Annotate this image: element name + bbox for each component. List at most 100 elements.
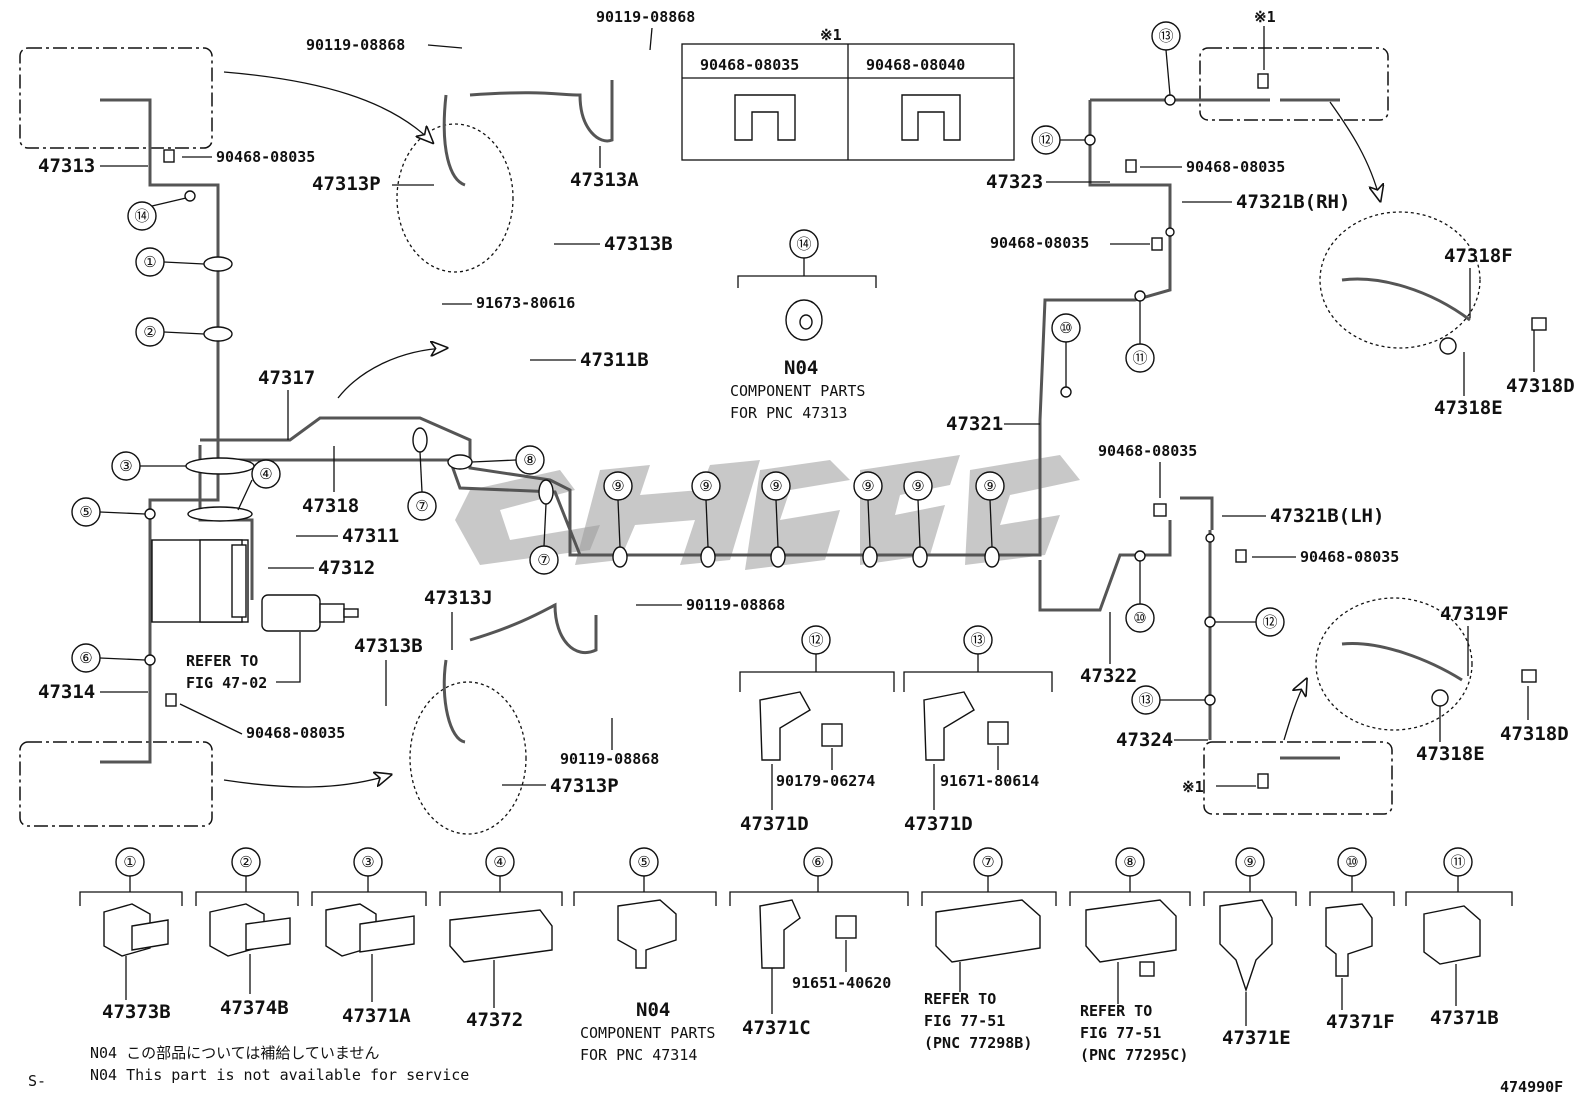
label-47322: 47322 xyxy=(1080,665,1137,687)
label-47319F: 47319F xyxy=(1440,603,1509,625)
label-47317: 47317 xyxy=(258,367,315,389)
brake-lines xyxy=(148,98,1270,740)
bottom-callout-2: ② xyxy=(239,853,252,871)
bottom-label-47371F: 47371F xyxy=(1326,1011,1395,1033)
clip-icon-47371B xyxy=(1423,905,1481,965)
callout-8: ⑧ xyxy=(523,451,536,469)
label-47313A: 47313A xyxy=(570,169,639,191)
label-90119-c: 90119-08868 xyxy=(686,596,785,614)
marker-top-right: ※1 xyxy=(1254,8,1276,26)
label-90119-a: 90119-08868 xyxy=(306,36,405,54)
callout-14-header: ⑭ xyxy=(796,235,811,253)
label-47313P-a: 47313P xyxy=(312,173,381,195)
clip-points xyxy=(144,94,1216,706)
actuator-assembly xyxy=(151,539,359,632)
label-90468-b: 90468-08035 xyxy=(246,724,345,742)
callout-group: ① ② ③ ④ ⑤ ⑥ ⑦ ⑦ ⑧ ⑭ ⑨ ⑨ ⑨ ⑨ ⑨ ⑨ ⑬ ⑫ ⑩ ⑪ … xyxy=(71,21,1285,715)
callout-13-header: ⑬ xyxy=(970,631,985,649)
bottom-label-n04-line2: FOR PNC 47314 xyxy=(580,1046,697,1064)
label-47313B-b: 47313B xyxy=(354,635,423,657)
label-47321: 47321 xyxy=(946,413,1003,435)
callout-11a: ⑪ xyxy=(1132,349,1147,367)
clip-icon-47371C xyxy=(759,899,801,969)
bottom-callout-5: ⑤ xyxy=(637,853,650,871)
bottom-label-refer-77295C-2: FIG 77-51 xyxy=(1080,1024,1161,1042)
callout-4: ④ xyxy=(259,465,272,483)
n04-line2: FOR PNC 47313 xyxy=(730,404,847,422)
callout-9f: ⑨ xyxy=(983,477,996,495)
bottom-label-47371E: 47371E xyxy=(1222,1027,1291,1049)
label-47321B-lh: 47321B(LH) xyxy=(1270,505,1384,527)
bottom-label-47373B: 47373B xyxy=(102,1001,171,1023)
label-47323: 47323 xyxy=(986,171,1043,193)
front-right-hose-ellipse xyxy=(1319,211,1481,349)
label-90179: 90179-06274 xyxy=(776,772,875,790)
label-47318E-a: 47318E xyxy=(1434,397,1503,419)
bracket-icon-12 xyxy=(759,691,811,761)
marker-bottom-right: ※1 xyxy=(1182,778,1204,796)
clip-icon-47372 xyxy=(449,909,553,963)
page-prefix: S- xyxy=(28,1072,46,1090)
label-90468-a: 90468-08035 xyxy=(216,148,315,166)
front-left-hose-ellipse xyxy=(396,123,514,273)
bottom-callout-1: ① xyxy=(123,853,136,871)
label-90468-c: 90468-08035 xyxy=(1186,158,1285,176)
bottom-label-refer-77298B-3: (PNC 77298B) xyxy=(924,1034,1032,1052)
bottom-label-47372: 47372 xyxy=(466,1009,523,1031)
callout-1: ① xyxy=(143,253,156,271)
rear-left-hose-ellipse xyxy=(409,681,527,835)
bottom-callout-7: ⑦ xyxy=(981,853,994,871)
label-refer-fig-47-2: FIG 47-02 xyxy=(186,674,267,692)
label-47311: 47311 xyxy=(342,525,399,547)
label-47321B-rh: 47321B(RH) xyxy=(1236,191,1350,213)
callout-7b: ⑦ xyxy=(537,551,550,569)
label-91673: 91673-80616 xyxy=(476,294,575,312)
bottom-callout-4: ④ xyxy=(493,853,506,871)
bottom-clip-row: ① ② ③ ④ ⑤ ⑥ ⑦ ⑧ ⑨ ⑩ ⑪ xyxy=(79,847,1513,1064)
bottom-label-refer-77295C-1: REFER TO xyxy=(1080,1002,1152,1020)
label-refer-fig-47-1: REFER TO xyxy=(186,652,258,670)
label-47318D-a: 47318D xyxy=(1506,375,1575,397)
callout-14: ⑭ xyxy=(134,207,149,225)
bottom-callout-11: ⑪ xyxy=(1450,853,1465,871)
callout-12-header: ⑫ xyxy=(808,631,823,649)
label-47371D-b: 47371D xyxy=(904,813,973,835)
clip-icon-77295C xyxy=(1085,899,1177,963)
label-47318: 47318 xyxy=(302,495,359,517)
label-47313P-b: 47313P xyxy=(550,775,619,797)
table-col-1: 90468-08035 xyxy=(700,56,799,74)
rear-right-detail-box xyxy=(1203,741,1393,815)
label-47318F: 47318F xyxy=(1444,245,1513,267)
callout-2: ② xyxy=(143,323,156,341)
clip-icon-47371F xyxy=(1325,903,1373,977)
part-labels: 47313 90468-08035 90119-08868 90119-0886… xyxy=(38,8,1575,835)
note-english: N04 This part is not available for servi… xyxy=(90,1066,469,1084)
catalog-code: 474990F xyxy=(1500,1078,1563,1096)
callout-9c: ⑨ xyxy=(769,477,782,495)
label-90468-f: 90468-08035 xyxy=(1300,548,1399,566)
callout-5: ⑤ xyxy=(79,503,92,521)
rear-right-hose-ellipse xyxy=(1315,597,1473,731)
label-47371D-a: 47371D xyxy=(740,813,809,835)
front-right-detail-box xyxy=(1199,47,1389,121)
bracket-icon-13 xyxy=(923,691,975,761)
label-47318E-b: 47318E xyxy=(1416,743,1485,765)
label-47324: 47324 xyxy=(1116,729,1173,751)
clip-icon-47371E xyxy=(1219,899,1273,993)
bottom-label-n04: N04 xyxy=(636,999,670,1021)
front-left-detail-box xyxy=(19,47,213,149)
label-47314: 47314 xyxy=(38,681,95,703)
label-47318D-b: 47318D xyxy=(1500,723,1569,745)
bottom-label-n04-line1: COMPONENT PARTS xyxy=(580,1024,715,1042)
n04-line1: COMPONENT PARTS xyxy=(730,382,865,400)
clip-icon-77298B xyxy=(935,899,1041,963)
bottom-label-refer-77295C-3: (PNC 77295C) xyxy=(1080,1046,1188,1064)
washer-icon-2 xyxy=(901,94,961,141)
label-91671: 91671-80614 xyxy=(940,772,1039,790)
callout-13b: ⑬ xyxy=(1138,691,1153,709)
table-marker: ※1 xyxy=(820,26,842,44)
bottom-callout-9: ⑨ xyxy=(1243,853,1256,871)
bottom-label-47374B: 47374B xyxy=(220,997,289,1019)
bottom-callout-8: ⑧ xyxy=(1123,853,1136,871)
